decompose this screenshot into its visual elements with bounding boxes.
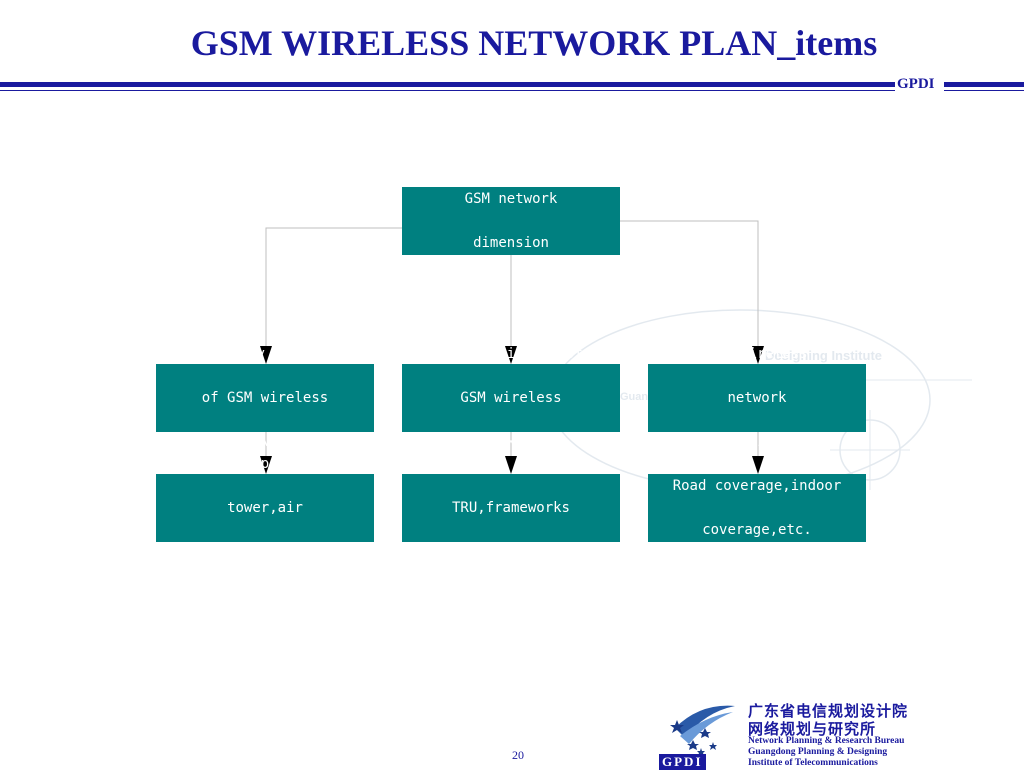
arrowhead: [260, 346, 272, 364]
org-name-cn-1: 广东省电信规划设计院: [748, 702, 909, 720]
node-line: Subsidiary equipment: [180, 346, 350, 362]
node-line: GSM network: [464, 191, 558, 207]
org-name-en-3: Institute of Telecommunications: [748, 758, 878, 768]
arrowhead: [505, 346, 517, 364]
org-name-cn-2: 网络规划与研究所: [748, 720, 877, 738]
arrowhead: [260, 456, 272, 474]
node-power-supply: Power supply,iron tower,air condition,et…: [156, 456, 374, 560]
org-name-en-1: Network Planning & Research Bureau: [748, 736, 905, 746]
gpdi-logo-icon: [670, 705, 735, 756]
watermark-text-2: Guang: [620, 391, 655, 403]
watermark-text: Designing Institute: [765, 348, 882, 363]
header-rule-right: [944, 82, 1024, 87]
node-tru-frameworks: TRU,frameworks: [402, 474, 620, 542]
slide-title: GSM WIRELESS NETWORK PLAN_items: [190, 23, 878, 63]
node-gsm-network-dimension: GSM network dimension: [402, 187, 620, 255]
node-line: Power supply,iron: [193, 456, 337, 472]
node-line: condition,etc.: [205, 544, 324, 560]
node-line: Road coverage,indoor: [672, 478, 842, 494]
node-subsidiary-equipment: Subsidiary equipment of GSM wireless net…: [156, 346, 374, 450]
connector-root-right: [620, 220, 759, 346]
node-line: network: [481, 434, 541, 450]
node-main-equipment: Main equipment of GSM wireless network: [402, 346, 620, 450]
node-line: network: [235, 434, 295, 450]
node-line: GSM wireless: [706, 346, 808, 362]
node-line: Main equipment of: [439, 346, 583, 362]
arrowhead: [752, 346, 764, 364]
connector-root-left: [265, 227, 402, 346]
page-number: 20: [512, 748, 524, 762]
node-line: of GSM wireless: [201, 390, 329, 406]
brand-label: GPDI: [897, 76, 935, 92]
node-line: TRU,frameworks: [451, 500, 570, 516]
node-road-coverage: Road coverage,indoor coverage,etc.: [648, 474, 866, 542]
gpdi-logo-text: GPDI: [659, 754, 706, 770]
node-line: dimension: [473, 235, 549, 251]
header-rule: [0, 82, 895, 87]
node-line: coverage,etc.: [702, 522, 812, 538]
header-rule-thin: [0, 90, 895, 91]
node-network-optimization: GSM wireless network optimization: [648, 346, 866, 450]
node-line: network: [727, 390, 787, 406]
arrowhead: [752, 456, 764, 474]
node-line: tower,air: [227, 500, 303, 516]
arrowhead: [505, 456, 517, 474]
header-rule-right-thin: [944, 90, 1024, 91]
org-name-en-2: Guangdong Planning & Designing: [748, 747, 888, 757]
footer-logo-block: GPDI 广东省电信规划设计院 网络规划与研究所 Network Plannin…: [655, 698, 985, 770]
node-line: GSM wireless: [460, 390, 562, 406]
node-line: optimization: [706, 434, 808, 450]
